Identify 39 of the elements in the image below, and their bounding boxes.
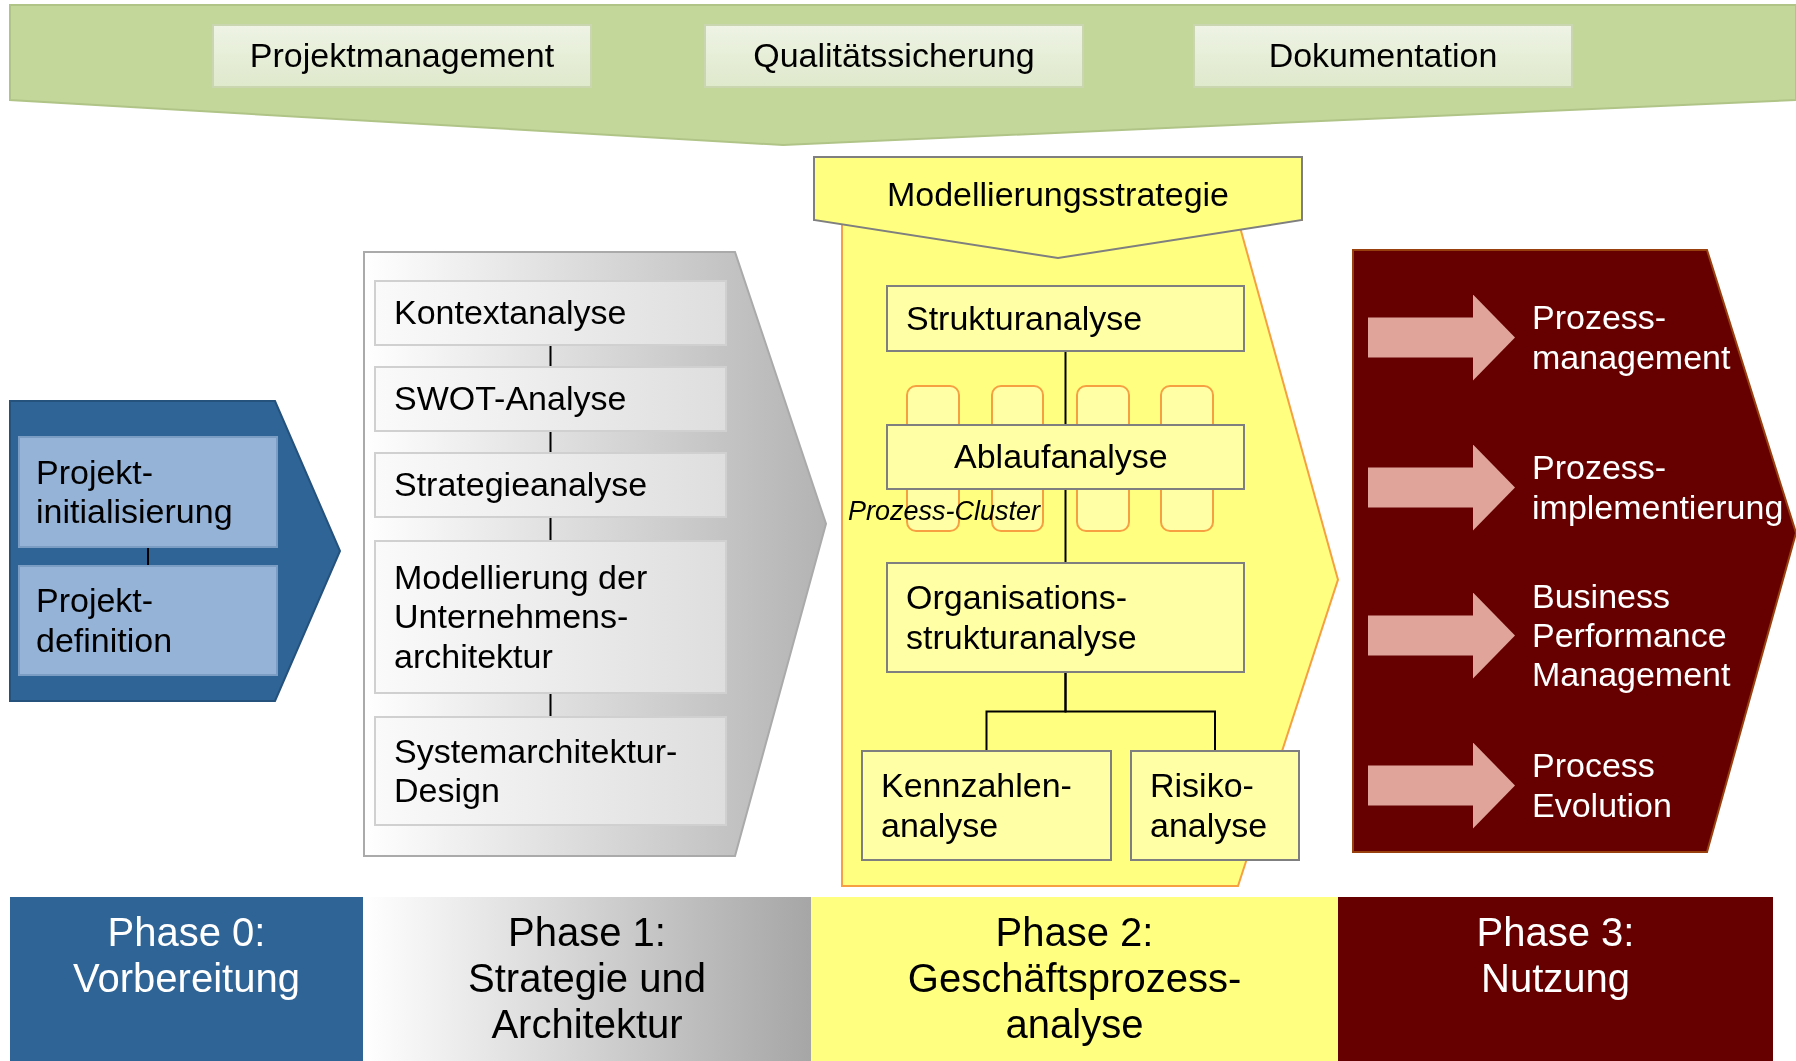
connector-line xyxy=(549,517,552,541)
process-box: Organisations-strukturanalyse xyxy=(886,562,1245,673)
task-box: Projektmanagement xyxy=(212,24,592,88)
process-box: Strukturanalyse xyxy=(886,285,1245,352)
process-box: Projekt-definition xyxy=(18,565,278,676)
process-box: SWOT-Analyse xyxy=(374,366,727,432)
outcome-text: Business Performance Management xyxy=(1515,568,1796,703)
connector-line xyxy=(549,693,552,717)
task-box: Qualitätssicherung xyxy=(704,24,1084,88)
process-box: Kennzahlen-analyse xyxy=(861,750,1112,861)
block-arrow xyxy=(1368,444,1515,531)
outcome-text: Process Evolution xyxy=(1515,738,1796,833)
outcome-text: Prozess-implementierung xyxy=(1515,440,1796,535)
process-box: Kontextanalyse xyxy=(374,280,727,346)
chevron-shape xyxy=(364,252,826,856)
process-box: Systemarchitektur-Design xyxy=(374,716,727,826)
process-box: Modellierung der Unternehmens-architektur xyxy=(374,540,727,694)
block-arrow xyxy=(1368,742,1515,829)
header-pentagon: Modellierungsstrategie xyxy=(814,157,1302,258)
block-arrow xyxy=(1368,592,1515,679)
chevron-shape xyxy=(10,401,340,701)
connector-line xyxy=(549,345,552,367)
process-box: Risiko-analyse xyxy=(1130,750,1300,861)
connector-line xyxy=(1064,672,1216,751)
phase-box: Phase 3: Nutzung xyxy=(1338,897,1773,1061)
process-box: Ablaufanalyse xyxy=(886,424,1245,490)
block-arrow xyxy=(1368,294,1515,381)
connector-line xyxy=(549,431,552,453)
chevron-shape xyxy=(814,157,1338,886)
phase-box: Phase 0: Vorbereitung xyxy=(10,897,363,1061)
process-box: Projekt-initialisierung xyxy=(18,436,278,548)
chevron-shape xyxy=(1353,250,1796,852)
banner-band xyxy=(10,5,1796,145)
phase-box: Phase 2: Geschäftsprozess-analyse xyxy=(811,897,1338,1061)
process-box: Strategieanalyse xyxy=(374,452,727,518)
connector-line xyxy=(147,547,149,566)
outcome-text: Prozess-management xyxy=(1515,290,1796,385)
task-box: Dokumentation xyxy=(1193,24,1573,88)
cluster-label: Prozess-Cluster xyxy=(848,496,1041,527)
